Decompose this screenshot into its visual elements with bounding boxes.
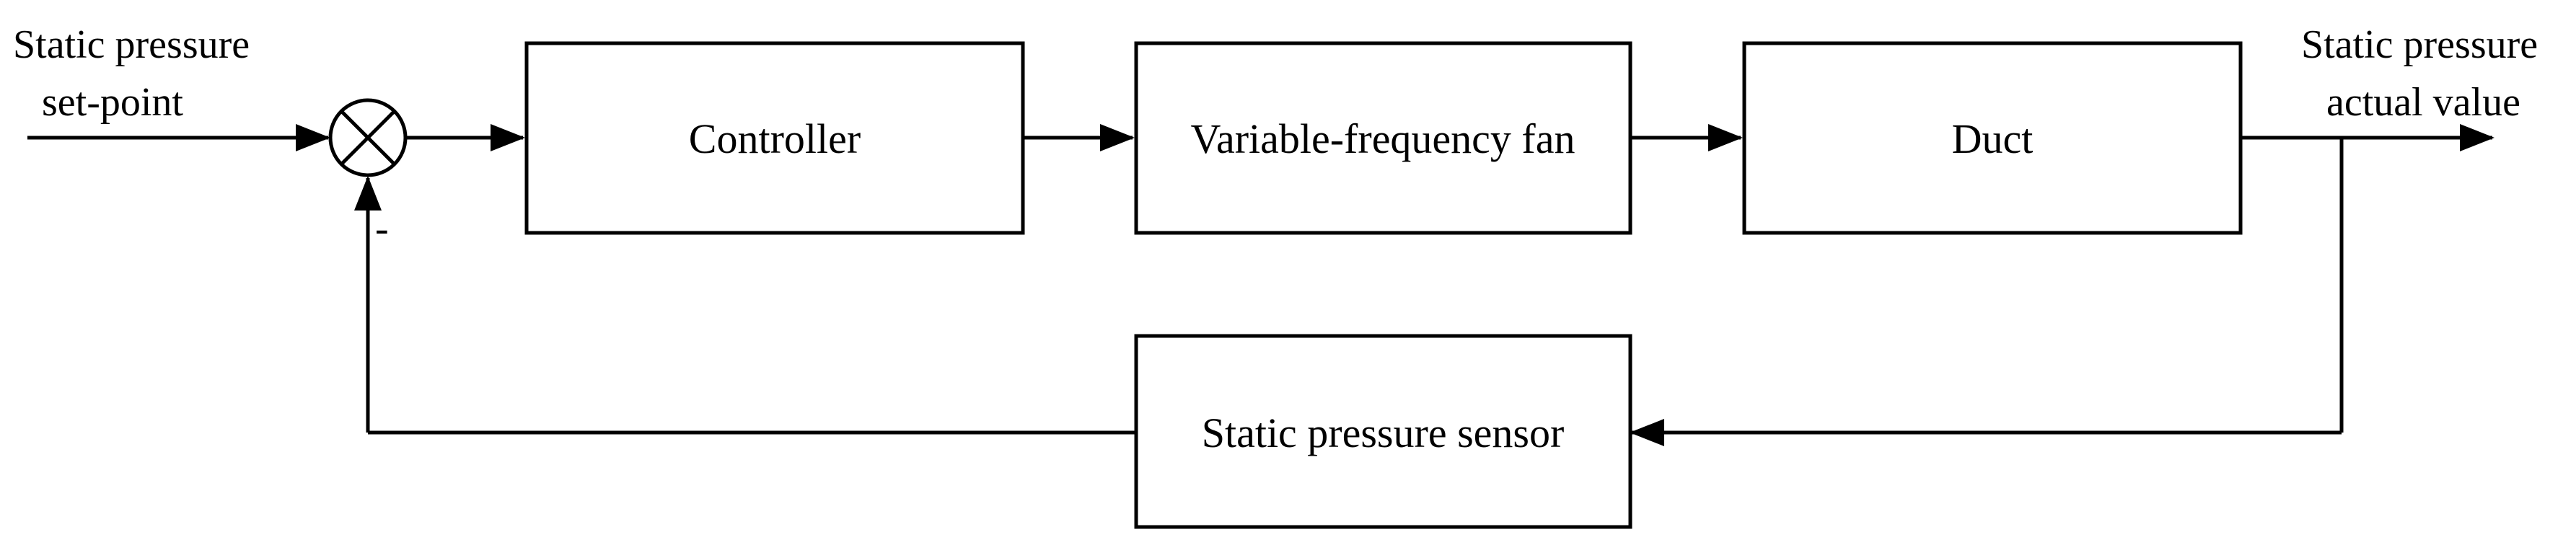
controller-label: Controller bbox=[689, 115, 861, 162]
arrowhead-junction-feedback bbox=[354, 176, 382, 211]
input-arrowhead bbox=[296, 124, 330, 151]
sensor-block: Static pressure sensor bbox=[1134, 334, 1632, 529]
controller-block: Controller bbox=[524, 41, 1025, 235]
arrowhead-fan bbox=[1100, 124, 1135, 151]
arrowhead-duct bbox=[1708, 124, 1743, 151]
output-label-line-1: Static pressure bbox=[2301, 22, 2538, 67]
input-label-line-1: Static pressure bbox=[13, 22, 250, 67]
arrowhead-sensor bbox=[1630, 419, 1664, 446]
input-label-line-2: set-point bbox=[42, 80, 183, 125]
arrowhead-controller bbox=[491, 124, 525, 151]
summing-junction bbox=[328, 98, 408, 177]
fan-label: Variable-frequency fan bbox=[1191, 115, 1575, 162]
fan-block: Variable-frequency fan bbox=[1134, 41, 1632, 235]
output-label-line-2: actual value bbox=[2326, 80, 2520, 125]
output-arrowhead bbox=[2460, 124, 2494, 151]
minus-sign: - bbox=[375, 206, 389, 251]
duct-label: Duct bbox=[1952, 115, 2034, 162]
sensor-label: Static pressure sensor bbox=[1202, 409, 1565, 456]
duct-block: Duct bbox=[1742, 41, 2243, 235]
